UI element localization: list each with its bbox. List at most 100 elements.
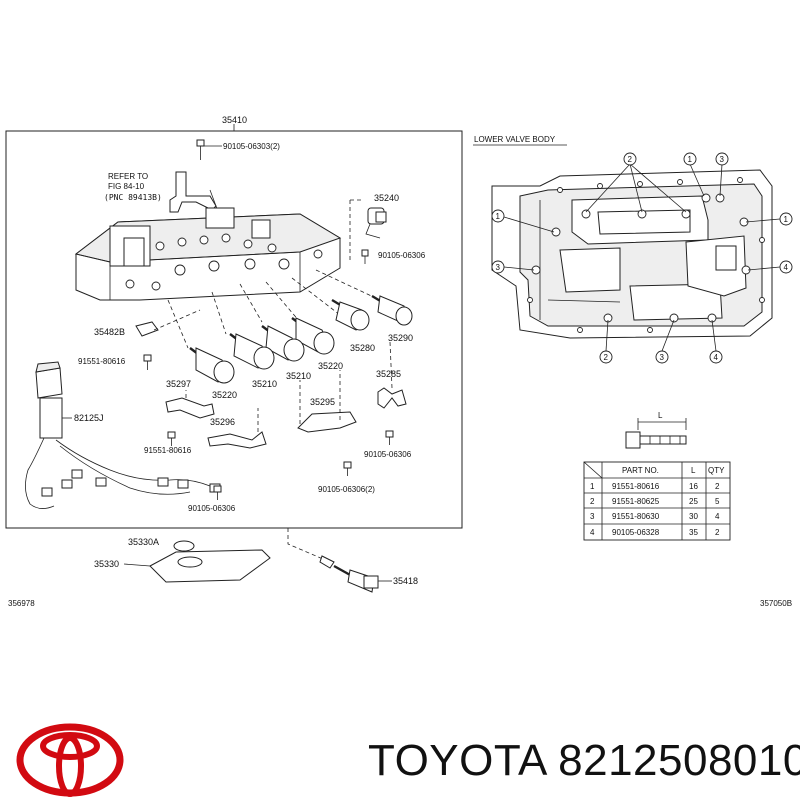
bolt-icon xyxy=(143,354,152,370)
bolt-icon xyxy=(167,431,176,446)
lower-valve-title: LOWER VALVE BODY xyxy=(474,135,556,144)
callout-4-bottom: 4 xyxy=(709,350,723,364)
svg-text:4: 4 xyxy=(714,353,719,362)
svg-text:1: 1 xyxy=(688,155,693,164)
plate-35296-icon xyxy=(207,431,267,449)
label-35290: 35290 xyxy=(388,333,413,343)
bolt-icon xyxy=(213,485,222,500)
table-row-part: 91551-80630 xyxy=(612,512,660,521)
callout-1-left: 1 xyxy=(491,209,505,223)
ref-code-right: 357050B xyxy=(760,599,792,608)
table-row-part: 91551-80616 xyxy=(612,482,660,491)
table-row-qty: 5 xyxy=(715,497,720,506)
callout-2-bottom: 2 xyxy=(599,350,613,364)
svg-text:3: 3 xyxy=(660,353,665,362)
refer-line-3: (PNC 89413B) xyxy=(104,193,162,202)
callout-1-right: 1 xyxy=(779,212,793,226)
table-row-qty: 2 xyxy=(715,482,720,491)
label-35295: 35295 xyxy=(310,397,335,407)
svg-text:3: 3 xyxy=(720,155,725,164)
label-35482B: 35482B xyxy=(94,327,125,337)
svg-text:3: 3 xyxy=(496,263,501,272)
table-row-l: 16 xyxy=(689,482,698,491)
bolt-table: PART NO. L QTY 1 91551-80616 16 2 2 9155… xyxy=(583,461,731,541)
solenoid-35290-icon xyxy=(371,294,413,326)
solenoid-35210-icon xyxy=(261,325,305,362)
svg-text:1: 1 xyxy=(496,212,501,221)
clip-35285-icon xyxy=(377,387,407,409)
bolt-icon xyxy=(385,430,394,445)
solenoid-35280-icon xyxy=(331,298,370,331)
toyota-logo-icon xyxy=(16,723,124,797)
clip-35482b-icon xyxy=(135,321,159,337)
table-row-no: 2 xyxy=(590,497,595,506)
table-header-qty: QTY xyxy=(708,466,725,475)
valve-body xyxy=(74,207,342,301)
strainer-icon xyxy=(149,549,271,583)
table-row-l: 25 xyxy=(689,497,698,506)
svg-text:2: 2 xyxy=(604,353,609,362)
table-row-qty: 2 xyxy=(715,528,720,537)
refer-line-1: REFER TO xyxy=(108,172,148,181)
label-35220-a: 35220 xyxy=(318,361,343,371)
svg-text:2: 2 xyxy=(628,155,633,164)
bolt-icon xyxy=(361,249,369,264)
callout-3-top: 3 xyxy=(715,152,729,166)
bolt-length-icon xyxy=(625,418,687,449)
svg-text:4: 4 xyxy=(784,263,789,272)
label-90105-06306-2: 90105-06306(2) xyxy=(318,485,375,494)
label-35210-a: 35210 xyxy=(286,371,311,381)
label-35297: 35297 xyxy=(166,379,191,389)
lower-valve-body xyxy=(491,169,773,339)
label-35296: 35296 xyxy=(210,417,235,427)
table-row-l: 35 xyxy=(689,528,698,537)
bolt-icon xyxy=(196,139,222,160)
bolt-icon xyxy=(343,461,352,476)
brand-part-number: TOYOTA 8212508010 xyxy=(368,736,800,785)
label-90105-06306-c: 90105-06306 xyxy=(364,450,412,459)
table-row-part: 91551-80625 xyxy=(612,497,660,506)
label-35418: 35418 xyxy=(393,576,418,586)
refer-line-2: FIG 84-10 xyxy=(108,182,145,191)
label-82125J: 82125J xyxy=(74,413,104,423)
label-91551-80616-a: 91551-80616 xyxy=(78,357,126,366)
callout-3-bottom: 3 xyxy=(655,350,669,364)
table-row-part: 90105-06328 xyxy=(612,528,660,537)
label-90105-06306-a: 90105-06306 xyxy=(378,251,426,260)
table-row-no: 4 xyxy=(590,528,595,537)
dim-label: L xyxy=(658,411,663,420)
label-91551-80616-b: 91551-80616 xyxy=(144,446,192,455)
table-header-part-no: PART NO. xyxy=(622,466,659,475)
connector-35418-icon xyxy=(319,555,379,593)
label-35240: 35240 xyxy=(374,193,399,203)
label-35330A: 35330A xyxy=(128,537,159,547)
solenoid-35210-icon xyxy=(229,333,275,370)
label-35280: 35280 xyxy=(350,343,375,353)
plate-35297-icon xyxy=(165,397,215,419)
label-35410: 35410 xyxy=(222,115,247,125)
label-35220-b: 35220 xyxy=(212,390,237,400)
main-frame xyxy=(5,130,463,529)
label-35210-b: 35210 xyxy=(252,379,277,389)
table-row-no: 1 xyxy=(590,482,595,491)
callout-4-right: 4 xyxy=(779,260,793,274)
table-row-l: 30 xyxy=(689,512,698,521)
callout-2-top: 2 xyxy=(623,152,637,166)
o-ring-icon xyxy=(173,540,195,552)
solenoid-35220-icon xyxy=(291,317,335,355)
label-35285: 35285 xyxy=(376,369,401,379)
ref-code-left: 356978 xyxy=(8,599,35,608)
label-90105-06303: 90105-06303(2) xyxy=(223,142,280,151)
table-header-l: L xyxy=(691,466,696,475)
solenoid-35240-icon xyxy=(365,207,387,239)
callout-3-left: 3 xyxy=(491,260,505,274)
solenoid-35220-icon xyxy=(189,347,235,384)
label-35330: 35330 xyxy=(94,559,119,569)
svg-text:1: 1 xyxy=(784,215,789,224)
table-row-no: 3 xyxy=(590,512,595,521)
plate-35295-icon xyxy=(297,411,357,433)
callout-1-top: 1 xyxy=(683,152,697,166)
table-row-qty: 4 xyxy=(715,512,720,521)
label-90105-06306-b: 90105-06306 xyxy=(188,504,236,513)
